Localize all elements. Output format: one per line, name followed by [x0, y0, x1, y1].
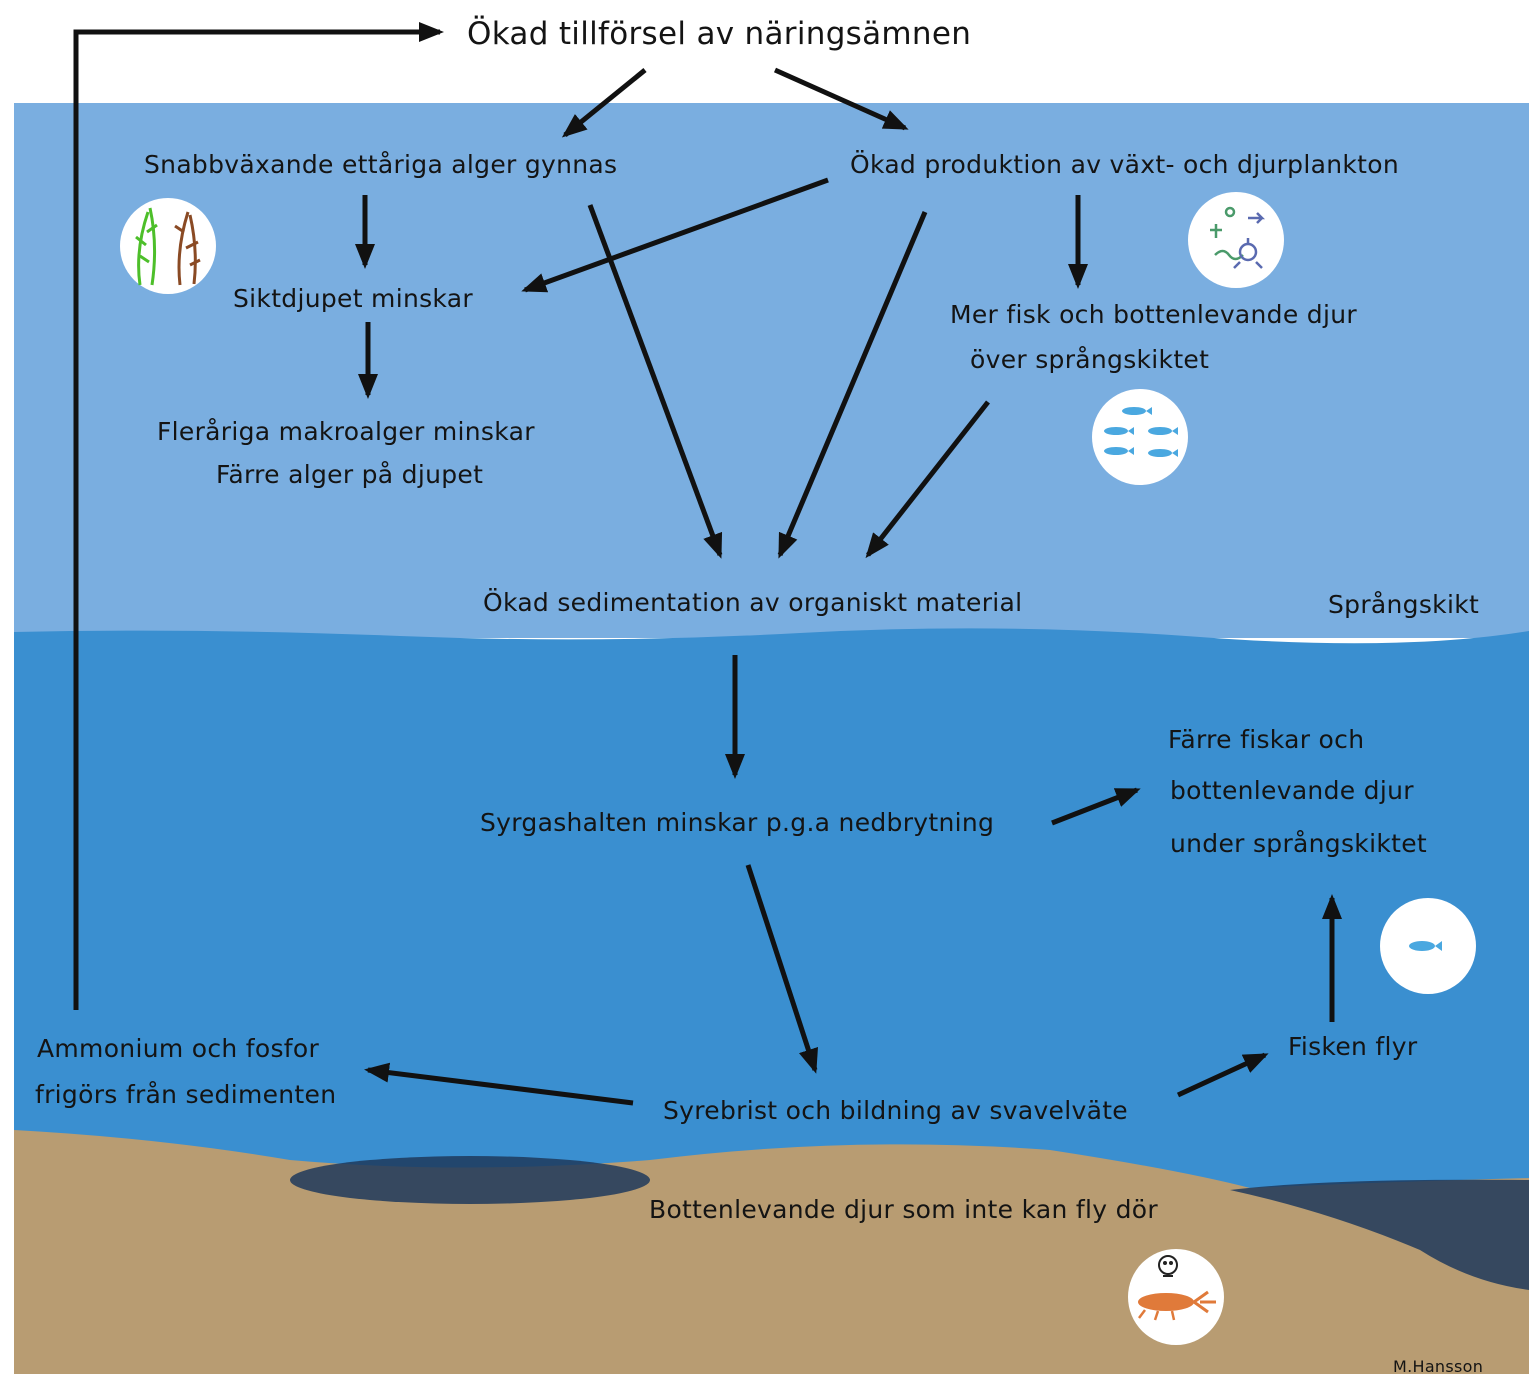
fewer-fish-label-line3: under språngskiktet: [1170, 829, 1427, 858]
arrow-plankton-to-sedimentation: [777, 211, 928, 559]
macroalgae-label-line1: Fleråriga makroalger minskar: [157, 417, 535, 446]
fish-flee-label: Fisken flyr: [1288, 1032, 1418, 1061]
arrow-algae-to-sedimentation: [587, 204, 723, 559]
oxygen-decrease-label: Syrgashalten minskar p.g.a nedbrytning: [480, 808, 995, 837]
ammonium-label-line1: Ammonium och fosfor: [37, 1034, 320, 1063]
algae-icon: [120, 198, 216, 294]
flow-arrows: [355, 67, 1342, 1106]
plankton-production-label: Ökad produktion av växt- och djurplankto…: [850, 150, 1399, 179]
thermocline-boundary: [14, 628, 1529, 1200]
anoxia-label: Syrebrist och bildning av svavelväte: [663, 1096, 1128, 1125]
more-fish-label-line1: Mer fisk och bottenlevande djur: [950, 300, 1357, 329]
dead-animal-icon: [1128, 1249, 1224, 1345]
fewer-fish-label-line2: bottenlevande djur: [1170, 776, 1414, 805]
dark-sediment-left: [290, 1156, 650, 1204]
arrow-anoxia-to-ammonium: [364, 1062, 634, 1106]
annual-algae-label: Snabbväxande ettåriga alger gynnas: [144, 150, 618, 179]
feedback-arrow: [73, 22, 445, 1010]
sedimentation-label: Ökad sedimentation av organiskt material: [483, 588, 1023, 617]
arrow-plankton-to-secchi: [521, 177, 829, 293]
fish-school-icon: [1092, 389, 1188, 485]
arrow-anoxia-to-flee: [1176, 1052, 1269, 1098]
nutrient-input-label: Ökad tillförsel av näringsämnen: [467, 16, 972, 52]
more-fish-label-line2: över språngskiktet: [970, 345, 1210, 374]
arrow-top-to-algae: [561, 68, 647, 138]
macroalgae-label-line2: Färre alger på djupet: [216, 460, 484, 489]
arrow-top-to-plankton: [773, 67, 909, 131]
arrow-oxygen-to-fewer: [1051, 787, 1141, 826]
dark-sediment-right: [1230, 1179, 1529, 1290]
fish-icon: [1380, 898, 1476, 994]
plankton-icon: [1188, 192, 1284, 288]
upper-water-layer: [14, 103, 1529, 638]
bottom-animals-die-label: Bottenlevande djur som inte kan fly dör: [649, 1195, 1158, 1224]
secchi-depth-label: Siktdjupet minskar: [233, 284, 473, 313]
author-credit: M.Hansson: [1393, 1357, 1484, 1376]
ammonium-label-line2: frigörs från sedimenten: [35, 1080, 337, 1109]
thermocline-label: Språngskikt: [1328, 590, 1480, 619]
fewer-fish-label-line1: Färre fiskar och: [1168, 725, 1365, 754]
arrow-oxygen-to-anoxia: [745, 864, 818, 1074]
arrow-fish-to-sedimentation: [865, 400, 990, 559]
